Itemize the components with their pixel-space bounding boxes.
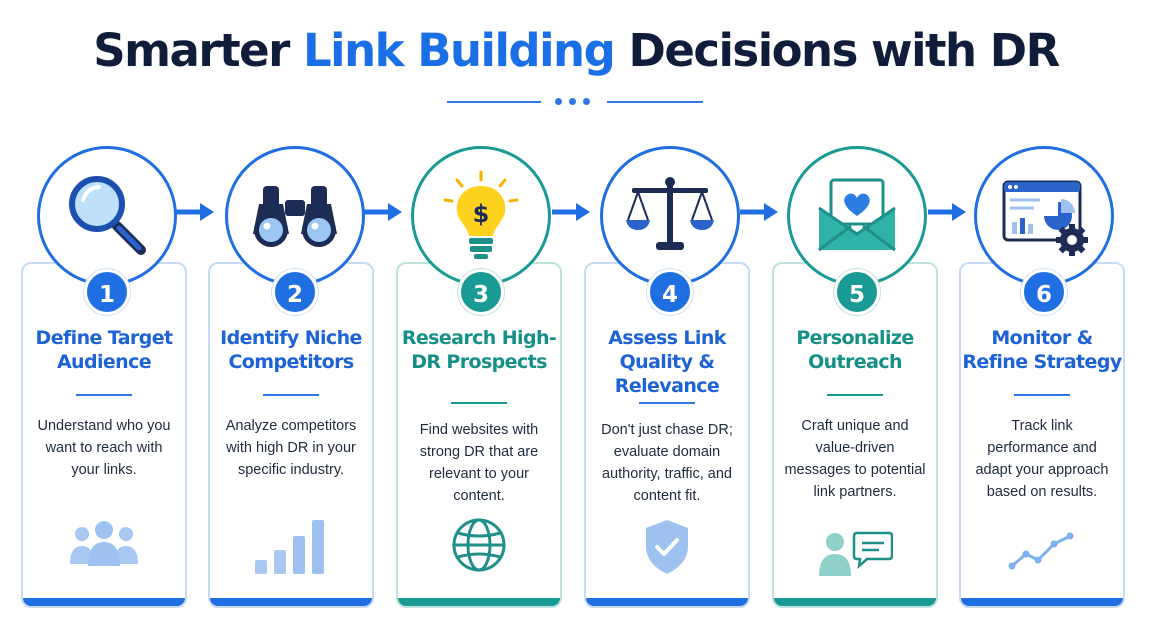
step-title-rule [639,402,695,404]
step-number-badge-4: 4 [647,269,693,315]
title-divider-left [447,101,541,103]
title-divider-dots [555,98,590,105]
step-5-icon-circle [787,146,927,286]
page-title: Smarter Link Building Decisions with DR [0,24,1152,77]
globe-icon [452,518,506,572]
person-chat-icon [819,531,893,576]
step-card-4: Assess Link Quality & Relevance Don't ju… [584,262,750,608]
shield-check-icon [646,520,688,574]
arrow-right-icon [552,203,590,221]
step-description: Find websites with strong DR that are re… [419,422,539,504]
step-number-badge-6: 6 [1021,269,1067,315]
step-4-icon-circle [600,146,740,286]
arrow-right-icon [176,203,214,221]
step-number-badge-5: 5 [834,269,880,315]
arrow-right-icon [928,203,966,221]
svg-text:$: $ [473,200,490,228]
step-title-rule [451,402,507,404]
step-title-rule [1014,394,1070,396]
step-1-icon-circle [37,146,177,286]
step-6-icon-circle [974,146,1114,286]
lightbulb-dollar-icon: $ [443,170,519,259]
step-description: Track link performance and adapt your ap… [975,418,1109,500]
step-description: Understand who you want to reach with yo… [37,418,171,478]
step-card-1: Define Target Audience Understand who yo… [21,262,187,608]
title-part1: Smarter [93,24,303,77]
title-part2: Decisions with DR [614,24,1060,77]
bar-chart-icon [255,520,324,574]
dashboard-gear-icon [1002,180,1088,256]
balance-scale-icon [626,177,714,250]
step-title: Define Target Audience [35,327,174,373]
step-card-3: Research High-DR Prospects Find websites… [396,262,562,608]
binoculars-icon [253,186,337,247]
step-description: Craft unique and value-driven messages t… [784,418,926,500]
arrow-right-icon [740,203,778,221]
step-card-6: Monitor & Refine Strategy Track link per… [959,262,1125,608]
title-divider-right [607,101,703,103]
step-title-rule [263,394,319,396]
title-highlight: Link Building [302,24,616,77]
arrow-right-icon [364,203,402,221]
step-number-badge-1: 1 [84,269,130,315]
step-description: Don't just chase DR; evaluate domain aut… [601,422,733,504]
step-number-badge-2: 2 [272,269,318,315]
envelope-heart-icon [818,178,896,252]
step-3-icon-circle: $ [411,146,551,286]
step-card-5: Personalize Outreach Craft unique and va… [772,262,938,608]
step-title: Personalize Outreach [796,327,914,373]
trend-line-icon [1008,532,1074,570]
step-title-rule [827,394,883,396]
step-title: Identify Niche Competitors [220,327,362,373]
step-card-2: Identify Niche Competitors Analyze compe… [208,262,374,608]
step-2-icon-circle [225,146,365,286]
people-group-icon [70,521,138,566]
step-title: Assess Link Quality & Relevance [608,327,726,397]
step-title-rule [76,394,132,396]
magnifying-glass-icon [69,176,146,255]
step-title: Research High-DR Prospects [401,327,557,373]
step-description: Analyze competitors with high DR in your… [225,418,357,478]
step-title: Monitor & Refine Strategy [962,327,1122,373]
step-number-badge-3: 3 [458,269,504,315]
